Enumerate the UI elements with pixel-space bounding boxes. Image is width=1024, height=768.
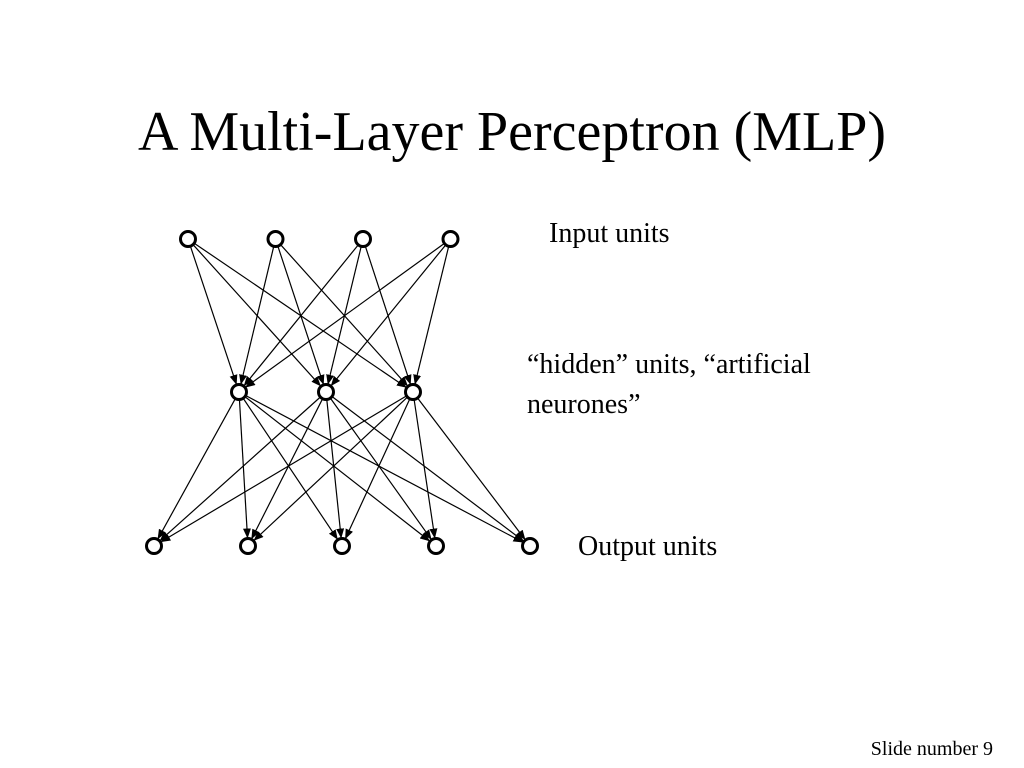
connection-arrow-input-4-to-hidden-1	[245, 242, 445, 388]
connection-arrow-hidden-3-to-output-5	[417, 397, 526, 541]
input-units-label: Input units	[549, 218, 670, 249]
hidden-unit-1	[230, 383, 248, 401]
input-unit-4	[441, 230, 460, 248]
connection-arrow-hidden-2-to-output-5	[331, 396, 525, 542]
connection-arrow-hidden-2-to-output-1	[159, 396, 321, 541]
connection-arrow-hidden-1-to-output-2	[238, 399, 251, 539]
connection-arrow-input-4-to-hidden-3	[413, 246, 450, 385]
output-unit-5	[521, 537, 539, 555]
units	[145, 230, 539, 555]
connection-arrow-input-4-to-hidden-2	[330, 244, 447, 387]
connection-arrow-hidden-3-to-output-2	[253, 396, 408, 541]
output-unit-1	[145, 537, 163, 555]
connection-arrow-input-2-to-hidden-1	[239, 246, 275, 385]
connection-arrow-hidden-2-to-output-4	[329, 397, 432, 540]
connections	[157, 242, 526, 543]
connection-arrow-input-3-to-hidden-1	[243, 244, 359, 387]
connection-arrow-hidden-1-to-output-5	[245, 394, 524, 543]
connection-arrow-input-1-to-hidden-2	[192, 244, 321, 387]
hidden-units-label-line-1: “hidden” units, “artificial	[527, 349, 811, 380]
connection-arrow-input-2-to-hidden-3	[280, 244, 408, 387]
hidden-units-label-line-2: neurones”	[527, 389, 641, 420]
connection-arrow-hidden-1-to-output-4	[244, 396, 431, 542]
output-unit-4	[427, 537, 445, 555]
connection-arrow-hidden-3-to-output-3	[345, 398, 411, 540]
hidden-unit-2	[317, 383, 335, 401]
connection-arrow-hidden-1-to-output-1	[157, 398, 236, 540]
slide-number: Slide number 9	[870, 738, 993, 760]
hidden-units-label: “hidden” units, “artificial neurones”	[527, 345, 811, 425]
connection-arrow-input-1-to-hidden-1	[189, 245, 238, 385]
connection-arrow-input-2-to-hidden-2	[277, 245, 325, 385]
output-unit-3	[333, 537, 351, 555]
hidden-unit-3	[404, 383, 422, 401]
output-units-label: Output units	[578, 531, 718, 562]
input-unit-3	[354, 230, 372, 248]
connection-arrow-input-3-to-hidden-3	[364, 245, 412, 385]
connection-arrow-hidden-3-to-output-1	[160, 395, 407, 543]
connection-arrow-hidden-1-to-output-3	[242, 397, 338, 540]
output-unit-2	[239, 537, 257, 555]
connection-arrow-hidden-2-to-output-2	[251, 398, 324, 540]
connection-arrow-hidden-3-to-output-4	[413, 399, 438, 539]
connection-arrow-hidden-2-to-output-3	[326, 399, 345, 539]
input-unit-2	[266, 230, 285, 248]
input-unit-1	[179, 230, 197, 248]
slide-title: A Multi-Layer Perceptron (MLP)	[137, 101, 887, 163]
